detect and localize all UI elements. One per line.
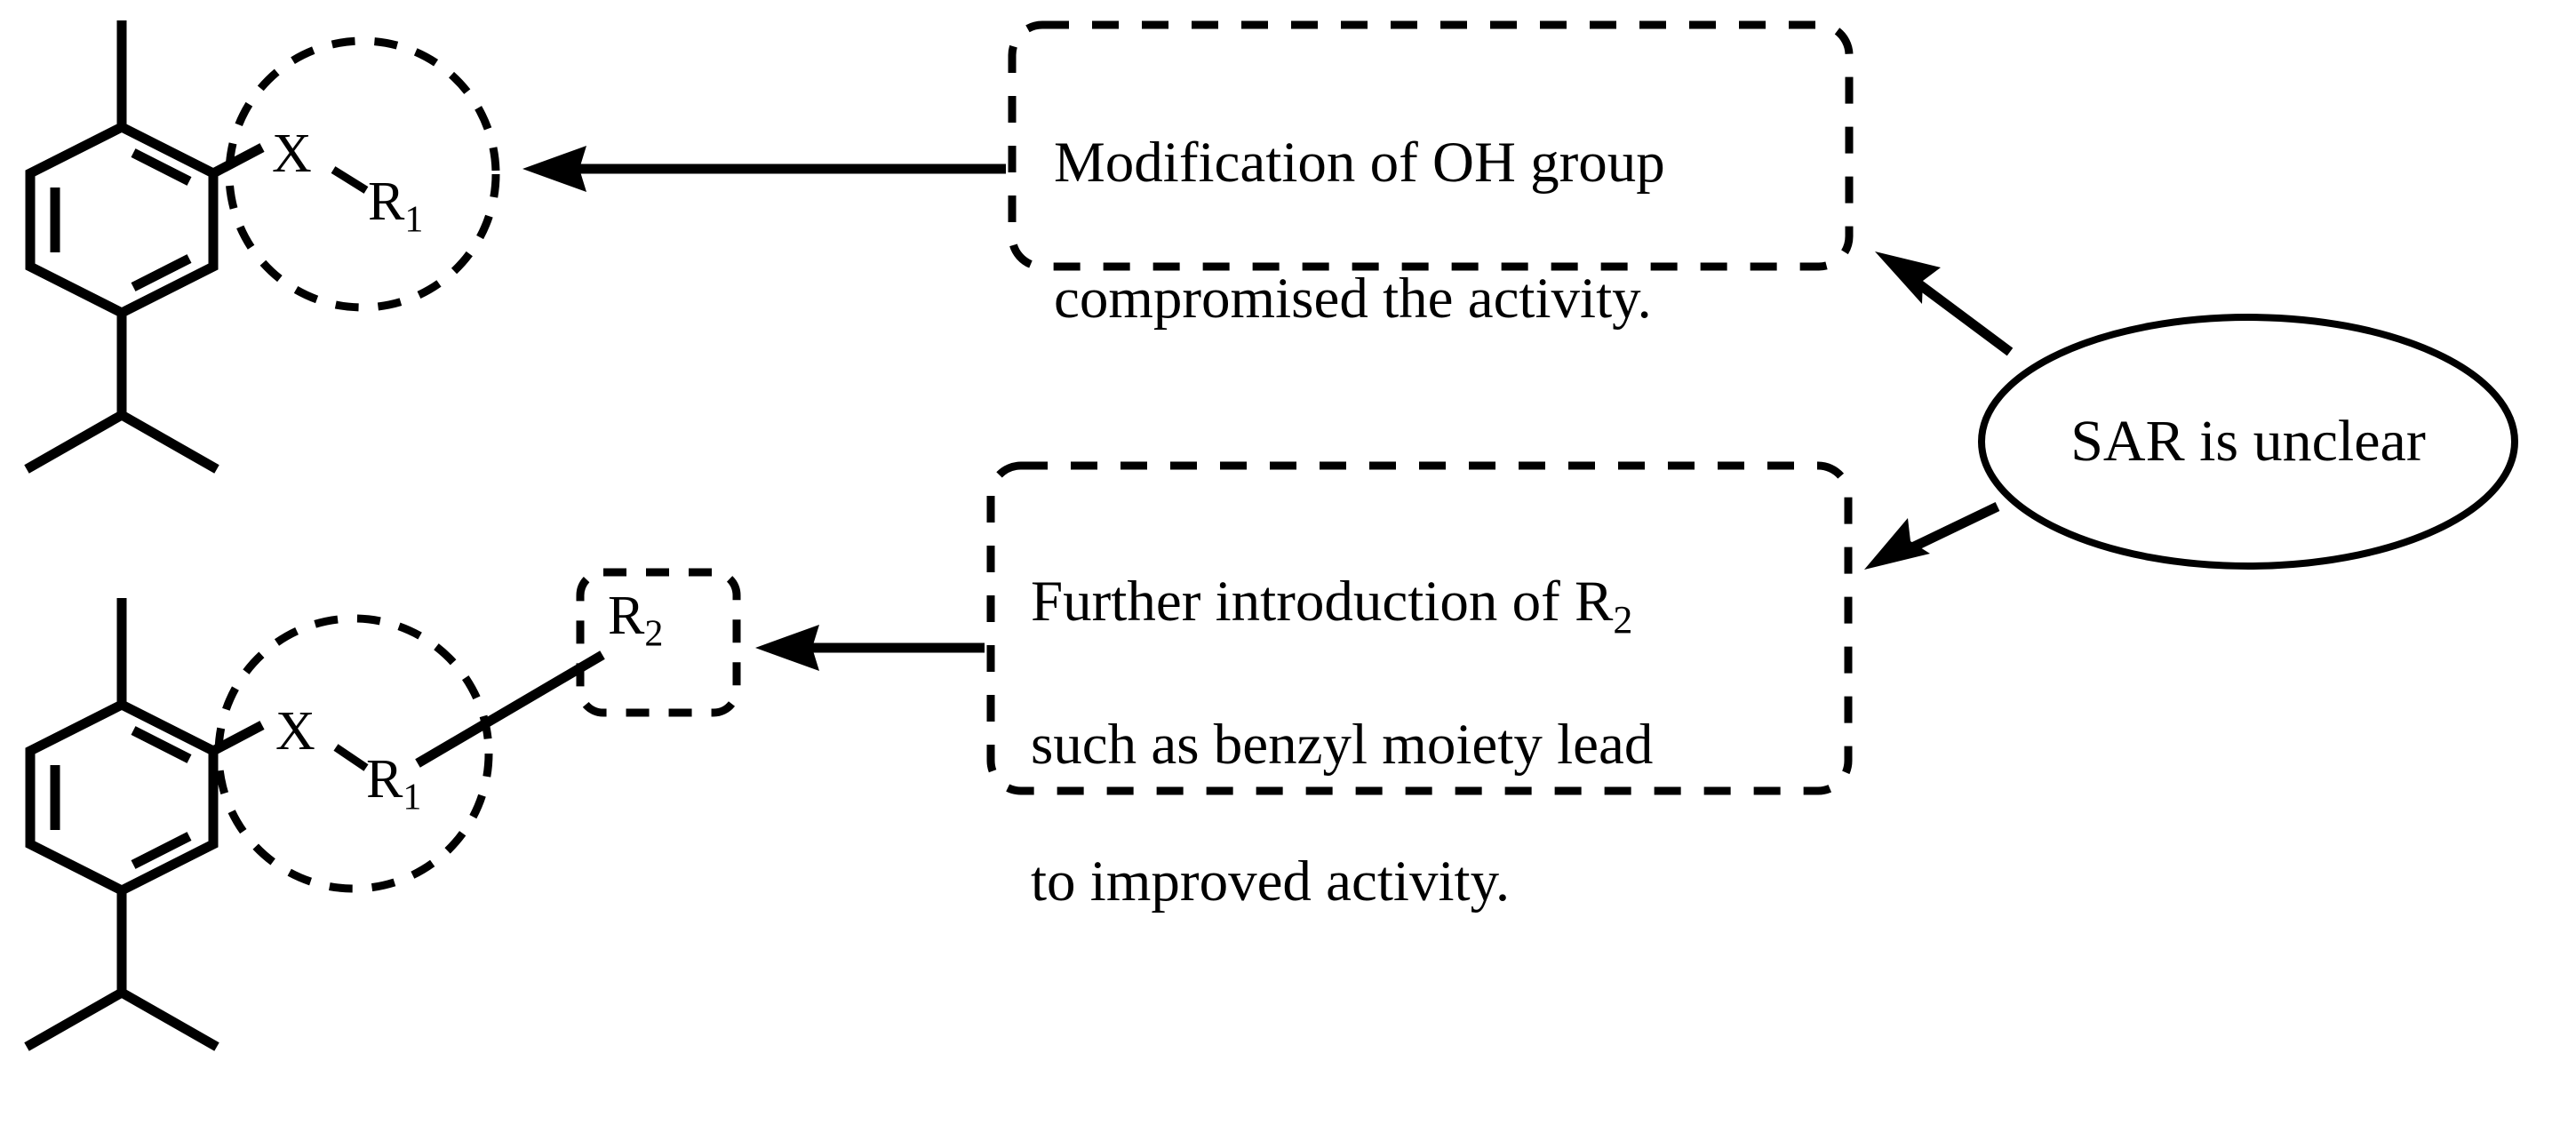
bottom-callout-line-3: to improved activity. [1031,849,1511,914]
upper-x-label: X [272,124,312,184]
lower-r2-label: R2 [608,586,664,655]
lower-structure-group [24,568,741,1051]
top-callout-text: Modification of OH group compromised the… [1054,60,1665,401]
arrow-bottom-callout-to-r2-group [755,625,985,671]
lower-x-label: X [275,701,315,762]
bottom-callout-line-1: Further introduction of R2 [1031,569,1633,642]
bottom-callout-line-2: such as benzyl moiety lead [1031,713,1654,778]
lower-isopropyl-bond-left [24,988,124,1051]
upper-x-r1-bond [331,166,369,194]
bottom-callout-box[interactable] [986,461,1853,795]
top-callout-box[interactable] [1008,20,1854,271]
top-callout-line-1: Modification of OH group [1054,130,1665,195]
upper-aromatic-line-2 [131,148,192,186]
lower-r1-r2-bond [415,650,605,768]
arrow-bubble-to-bottom-callout [1864,502,2000,570]
lower-isopropyl-bond-right [119,988,219,1051]
upper-r1-label: R1 [368,172,424,241]
lower-aromatic-line-3 [131,832,192,869]
sar-bubble-text: SAR is unclear [2070,409,2426,474]
arrow-bubble-to-top-callout [1875,251,2014,356]
sar-bubble-ellipse[interactable] [1978,314,2518,570]
lower-r1-label: R1 [366,749,422,818]
upper-aromatic-line-3 [131,254,192,291]
upper-structure-group [24,20,500,474]
arrow-top-callout-to-upper-structure [522,146,1006,192]
upper-isopropyl-bond-left [24,411,124,474]
upper-x-bond [211,143,265,178]
upper-highlight-circle [225,36,500,312]
top-callout-line-2: compromised the activity. [1054,267,1652,331]
bottom-callout-text: Further introduction of R2 such as benzy… [1031,499,1653,984]
lower-aromatic-line-2 [131,726,192,763]
r2-highlight-box [576,568,741,717]
lower-x-r1-bond [333,744,369,771]
lower-highlight-circle [214,614,493,893]
upper-isopropyl-bond-right [119,411,219,474]
